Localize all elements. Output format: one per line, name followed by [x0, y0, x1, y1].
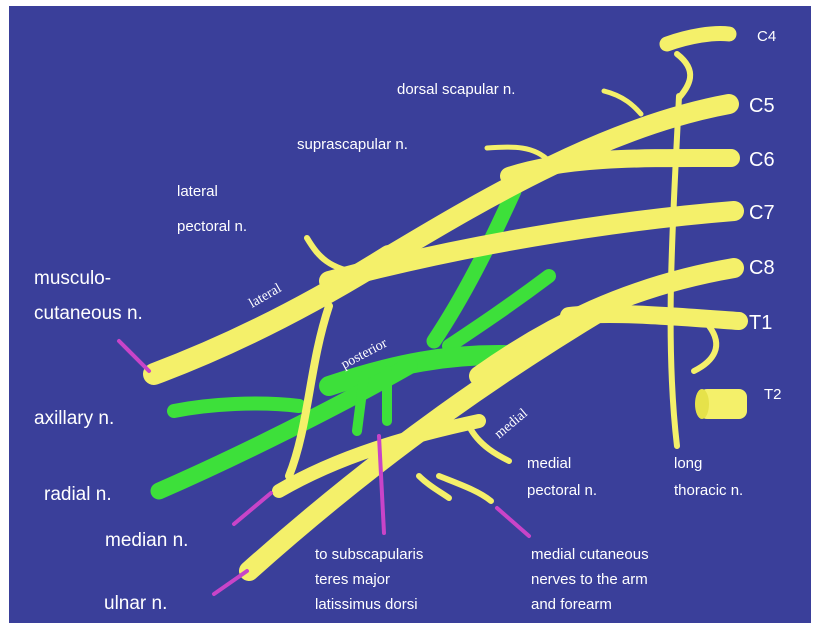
label-lateral-pectoral-1: lateral: [177, 183, 218, 200]
plexus-drawing: C4 C5 C6 C7 C8 T1 T2 lateral posterior m…: [9, 6, 811, 623]
label-median: median n.: [105, 530, 188, 551]
label-medial-cutaneous-2: nerves to the arm: [531, 571, 648, 588]
dorsal-scapular-nerve: [604, 91, 641, 114]
label-lateral-pectoral-2: pectoral n.: [177, 218, 247, 235]
brachial-plexus-diagram: C4 C5 C6 C7 C8 T1 T2 lateral posterior m…: [9, 6, 811, 623]
label-subscapular-1: to subscapularis: [315, 546, 423, 563]
label-medial-cutaneous-1: medial cutaneous: [531, 546, 649, 563]
label-c4: C4: [757, 28, 776, 45]
label-c5: C5: [749, 95, 775, 117]
label-medial-cord: medial: [492, 406, 531, 442]
label-t1: T1: [749, 312, 772, 334]
label-radial: radial n.: [44, 484, 112, 505]
label-c7: C7: [749, 202, 775, 224]
label-medial-pectoral-1: medial: [527, 455, 571, 472]
label-c6: C6: [749, 149, 775, 171]
pointer-ulnar: [214, 571, 247, 594]
label-long-thoracic-1: long: [674, 455, 702, 472]
label-medial-pectoral-2: pectoral n.: [527, 482, 597, 499]
c4-root: [667, 33, 729, 44]
label-t2: T2: [764, 386, 782, 403]
label-medial-cutaneous-3: and forearm: [531, 596, 612, 613]
c4-descending: [677, 54, 690, 98]
subscapular-branch-1: [357, 376, 364, 431]
c6-root: [509, 158, 731, 176]
label-ulnar: ulnar n.: [104, 593, 167, 614]
label-c8: C8: [749, 257, 775, 279]
label-musculocutaneous-1: musculo-: [34, 268, 111, 289]
pointer-medial-cutaneous: [497, 508, 529, 536]
pointer-median: [234, 493, 271, 524]
axillary-nerve: [174, 404, 299, 411]
pointer-musculocutaneous: [119, 341, 149, 371]
label-subscapular-3: latissimus dorsi: [315, 596, 418, 613]
label-subscapular-2: teres major: [315, 571, 390, 588]
label-dorsal-scapular: dorsal scapular n.: [397, 81, 515, 98]
label-axillary: axillary n.: [34, 408, 114, 429]
label-musculocutaneous-2: cutaneous n.: [34, 303, 143, 324]
label-long-thoracic-2: thoracic n.: [674, 482, 743, 499]
label-suprascapular: suprascapular n.: [297, 136, 408, 153]
t2-root-end: [695, 389, 709, 419]
long-thoracic-branch: [694, 326, 716, 371]
